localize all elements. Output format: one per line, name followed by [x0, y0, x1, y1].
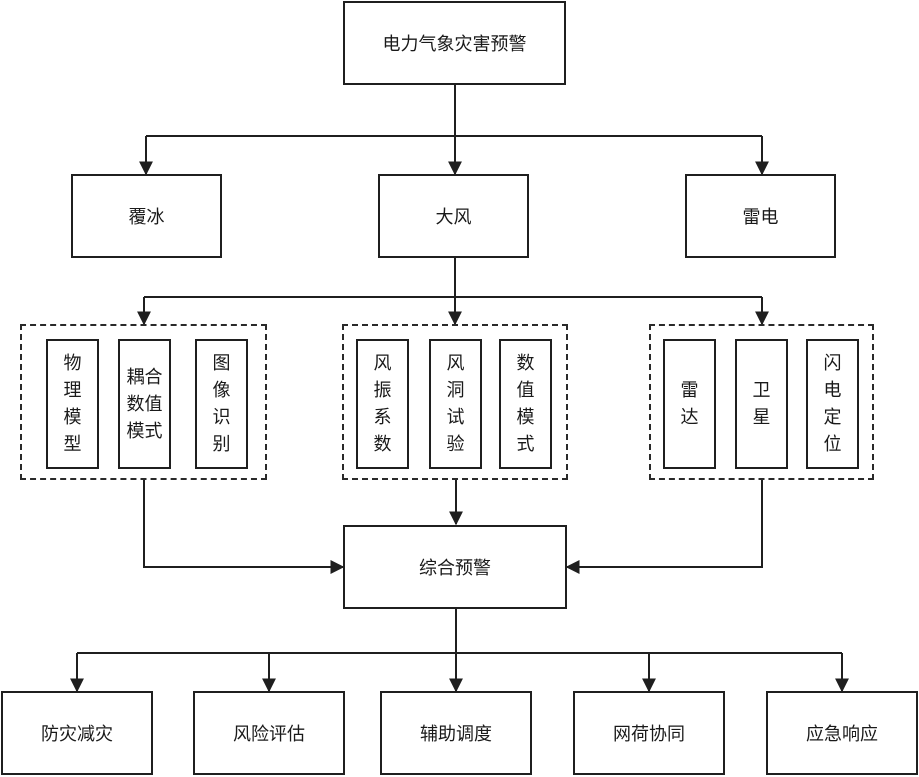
method-item: 闪电定位 [806, 339, 859, 469]
method-item: 风洞试验 [429, 339, 482, 469]
integrated-label: 综合预警 [419, 558, 491, 579]
root-node: 电力气象灾害预警 [343, 1, 566, 85]
application-label: 风险评估 [233, 724, 305, 745]
application-node: 应急响应 [766, 691, 918, 775]
method-group-wind [342, 324, 568, 480]
application-label: 网荷协同 [613, 724, 685, 745]
application-label: 防灾减灾 [41, 724, 113, 745]
method-item: 卫星 [735, 339, 788, 469]
method-item: 雷达 [663, 339, 716, 469]
application-node: 风险评估 [193, 691, 345, 775]
application-node: 辅助调度 [380, 691, 532, 775]
application-label: 应急响应 [806, 724, 878, 745]
hazard-label: 覆冰 [128, 207, 165, 228]
edge-ice-group-to-integrated [143, 480, 345, 574]
hazard-node-ice: 覆冰 [71, 174, 222, 258]
application-node: 防灾减灾 [1, 691, 153, 775]
integrated-warning-node: 综合预警 [343, 525, 567, 609]
root-label: 电力气象灾害预警 [382, 34, 527, 55]
edge-lightning-group-to-integrated [565, 480, 763, 574]
method-group-ice [20, 324, 267, 480]
hazard-node-lightning: 雷电 [685, 174, 836, 258]
method-item: 图像识别 [195, 339, 248, 469]
application-node: 网荷协同 [573, 691, 725, 775]
method-item: 物理模型 [46, 339, 99, 469]
method-group-lightning [649, 324, 874, 480]
application-label: 辅助调度 [420, 724, 492, 745]
method-item: 数值模式 [499, 339, 552, 469]
hazard-label: 雷电 [742, 207, 779, 228]
hazard-label: 大风 [435, 207, 472, 228]
method-item: 耦合数值模式 [118, 339, 171, 469]
hazard-node-wind: 大风 [378, 174, 529, 258]
method-item: 风振系数 [356, 339, 409, 469]
